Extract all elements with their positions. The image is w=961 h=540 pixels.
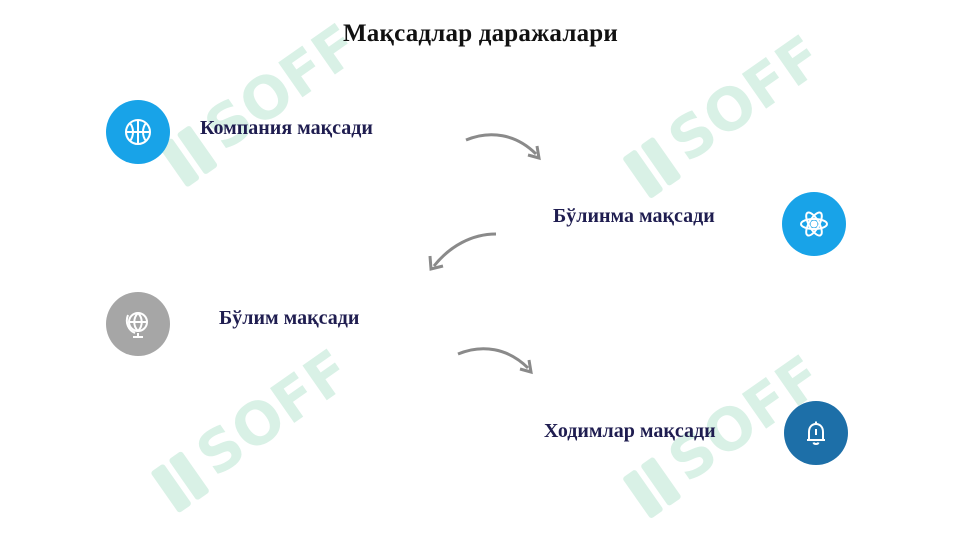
level-label-company: Компания мақсади: [200, 117, 373, 139]
watermark-text: SOFF: [184, 336, 363, 489]
level-label-employees: Ходимлар мақсади: [544, 420, 716, 442]
atom-icon: [782, 192, 846, 256]
level-label-division: Бўлинма мақсади: [553, 205, 715, 227]
watermark-bottom-left: SOFF: [120, 320, 400, 520]
bell-icon: [784, 401, 848, 465]
page-title: Мақсадлар даражалари: [343, 20, 618, 47]
basketball-icon: [106, 100, 170, 164]
arrow-3-icon: [457, 347, 533, 375]
arrow-1-icon: [465, 133, 541, 161]
globe-icon: [106, 292, 170, 356]
arrow-2-icon: [428, 232, 497, 271]
level-label-department: Бўлим мақсади: [219, 307, 360, 329]
